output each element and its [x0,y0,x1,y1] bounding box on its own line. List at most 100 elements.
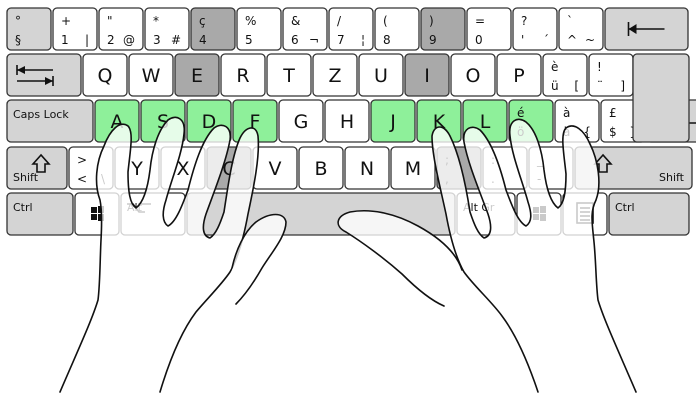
key-s[interactable]: S [140,99,186,143]
key-ltgt[interactable]: ><\ [68,146,114,190]
key-alt[interactable]: Alt [120,192,186,236]
key-g[interactable]: G [278,99,324,143]
key-excl[interactable]: !¨] [588,53,634,97]
key-1[interactable]: +1| [52,7,98,51]
key-label: F [250,111,261,133]
key-q[interactable]: Q [82,53,128,97]
key-label-bottom: 9 [429,33,437,47]
key-space[interactable] [186,192,456,236]
key-w[interactable]: W [128,53,174,97]
key-b[interactable]: B [298,146,344,190]
key-dash[interactable]: _- [528,146,574,190]
key-degree[interactable]: °§ [6,7,52,51]
key-m[interactable]: M [390,146,436,190]
key-label: R [236,65,249,87]
key-label-top: + [61,14,71,28]
key-label-bottom: 4 [199,33,207,47]
key-label-alt: { [583,125,591,139]
key-8[interactable]: (8 [374,7,420,51]
key-eacute[interactable]: éö [508,99,554,143]
key-label: P [513,65,524,87]
key-label-bottom: $ [609,125,617,139]
key-r[interactable]: R [220,53,266,97]
key-label-bottom: § [15,33,21,47]
key-f[interactable]: F [232,99,278,143]
key-label-top: & [291,14,300,28]
key-period[interactable]: :. [482,146,528,190]
key-comma[interactable]: ;, [436,146,482,190]
key-label-top: = [475,14,485,28]
key-label-alt: [ [574,79,579,93]
key-label-bottom: - [537,172,541,186]
key-label: E [191,65,203,87]
key-k[interactable]: K [416,99,462,143]
key-e[interactable]: E [174,53,220,97]
key-altgr[interactable]: Alt Gr [456,192,516,236]
key-c[interactable]: C [206,146,252,190]
key-tab[interactable] [6,53,82,97]
key-lwin[interactable] [74,192,120,236]
key-apos[interactable]: ?'´ [512,7,558,51]
key-4[interactable]: ç4 [190,7,236,51]
key-n[interactable]: N [344,146,390,190]
key-label-bottom: ' [521,33,524,47]
key-label-top: % [245,14,256,28]
key-lctrl[interactable]: Ctrl [6,192,74,236]
key-caption: Ctrl [13,201,33,214]
key-p[interactable]: P [496,53,542,97]
key-rwin[interactable] [516,192,562,236]
key-y[interactable]: Y [114,146,160,190]
key-label-top: é [517,106,524,120]
key-x[interactable]: X [160,146,206,190]
key-rshift[interactable]: Shift [574,146,693,190]
key-6[interactable]: &6¬ [282,7,328,51]
key-enter-top[interactable] [632,53,690,143]
key-5[interactable]: %5 [236,7,282,51]
key-menu[interactable] [562,192,608,236]
key-t[interactable]: T [266,53,312,97]
key-a[interactable]: A [94,99,140,143]
key-label: Y [130,158,143,180]
key-rctrl[interactable]: Ctrl [608,192,690,236]
key-label-top: ? [521,14,527,28]
key-label-bottom: < [77,172,87,186]
key-agrave[interactable]: àä{ [554,99,600,143]
key-0[interactable]: =0 [466,7,512,51]
key-capslock[interactable]: Caps Lock [6,99,94,143]
key-label: S [157,111,169,133]
key-d[interactable]: D [186,99,232,143]
shift-icon [31,153,51,173]
key-z[interactable]: Z [312,53,358,97]
key-egrave[interactable]: èü[ [542,53,588,97]
key-label-top: à [563,106,570,120]
key-lshift[interactable]: Shift [6,146,68,190]
key-label-top: _ [536,153,544,167]
key-label-top: " [107,14,113,28]
key-label-bottom: . [491,172,495,186]
key-o[interactable]: O [450,53,496,97]
key-i[interactable]: I [404,53,450,97]
key-9[interactable]: )9 [420,7,466,51]
key-v[interactable]: V [252,146,298,190]
key-h[interactable]: H [324,99,370,143]
key-label: A [111,111,124,133]
key-label-top: £ [609,106,617,120]
key-j[interactable]: J [370,99,416,143]
key-u[interactable]: U [358,53,404,97]
key-backspace[interactable] [604,7,689,51]
key-2[interactable]: "2@ [98,7,144,51]
key-label: M [405,158,421,180]
key-l[interactable]: L [462,99,508,143]
key-label: D [202,111,217,133]
key-label: I [424,65,430,87]
key-label-bottom: ö [517,125,524,139]
key-label-bottom: ¨ [597,79,603,93]
key-label-alt: ~ [585,33,595,47]
key-hat[interactable]: `^~ [558,7,604,51]
key-label-top: : [491,153,495,167]
key-label: U [374,65,388,87]
key-label: C [222,158,235,180]
key-3[interactable]: *3# [144,7,190,51]
key-label: G [294,111,309,133]
key-7[interactable]: /7¦ [328,7,374,51]
